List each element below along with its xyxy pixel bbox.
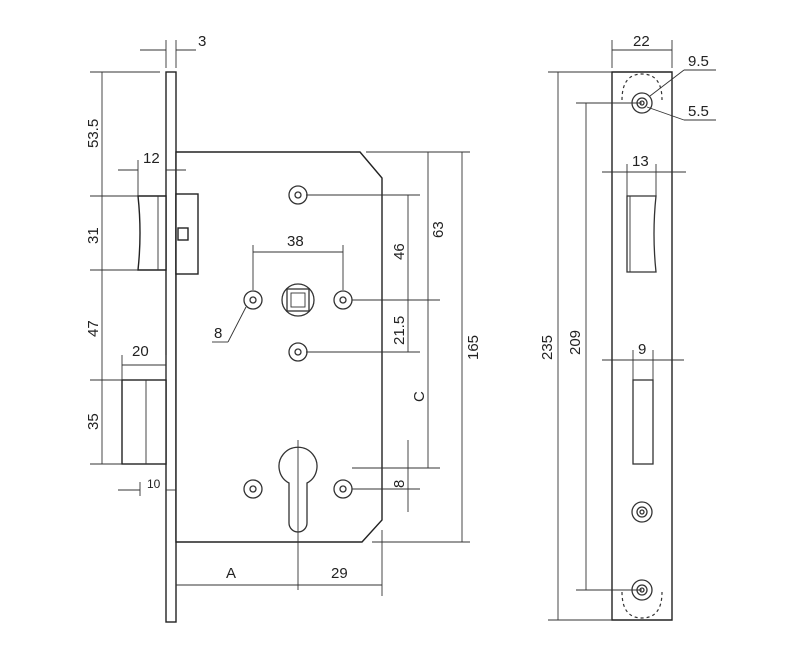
dim-label-8-hole: 8 <box>214 325 222 342</box>
dim-left-vertical <box>90 71 160 465</box>
faceplate-side <box>165 71 177 623</box>
dim-label-235: 235 <box>539 335 556 360</box>
dim-10 <box>118 482 176 496</box>
dim-label-38: 38 <box>287 233 304 250</box>
latch-bolt <box>137 195 167 271</box>
dim-label-209: 209 <box>567 330 584 355</box>
handle-screw-hole-left <box>243 290 263 310</box>
dim-label-21-5: 21.5 <box>391 316 408 345</box>
dim-faceplate-lengths <box>548 71 642 621</box>
dim-right-vertical <box>306 151 470 543</box>
dim-label-8-cylinder: 8 <box>391 480 408 488</box>
dim-label-63: 63 <box>430 221 447 238</box>
dim-label-12: 12 <box>143 150 160 167</box>
dim-screw-leaders <box>646 69 716 121</box>
deadbolt <box>121 379 167 465</box>
dim-deadbolt-opening-width <box>602 350 684 380</box>
dim-label-9: 9 <box>638 341 646 358</box>
dim-deadbolt-projection <box>121 355 167 380</box>
dim-label-5-5: 5.5 <box>688 103 709 120</box>
latch-pin <box>177 227 189 241</box>
dim-label-20: 20 <box>132 343 149 360</box>
dim-label-165: 165 <box>465 335 482 360</box>
dim-label-22: 22 <box>633 33 650 50</box>
dim-label-A: A <box>226 565 236 582</box>
dim-label-31: 31 <box>85 227 102 244</box>
dim-label-C: C <box>411 391 428 402</box>
cylinder-screw-hole-left <box>243 479 263 499</box>
dim-bottom <box>176 530 383 596</box>
dim-hole-diameter <box>212 306 247 343</box>
dim-label-47: 47 <box>85 320 102 337</box>
dim-label-13: 13 <box>632 153 649 170</box>
lock-case <box>175 151 383 543</box>
dim-label-29: 29 <box>331 565 348 582</box>
dim-label-9-5: 9.5 <box>688 53 709 70</box>
dim-faceplate-width <box>611 40 673 68</box>
dim-handle-screw-spacing <box>252 245 344 290</box>
latch-opening <box>626 195 657 273</box>
dim-label-35: 35 <box>85 413 102 430</box>
dim-label-53-5: 53.5 <box>85 119 102 148</box>
square-follower <box>281 283 315 317</box>
dim-faceplate-thickness <box>140 40 196 68</box>
dim-latch-opening-width <box>602 164 686 196</box>
dim-label-10: 10 <box>147 477 161 491</box>
dim-label-3: 3 <box>198 33 206 50</box>
dim-label-46: 46 <box>391 243 408 260</box>
dim-latch-projection <box>118 160 186 196</box>
faceplate-screw-middle <box>631 501 653 523</box>
deadbolt-opening <box>632 379 654 465</box>
